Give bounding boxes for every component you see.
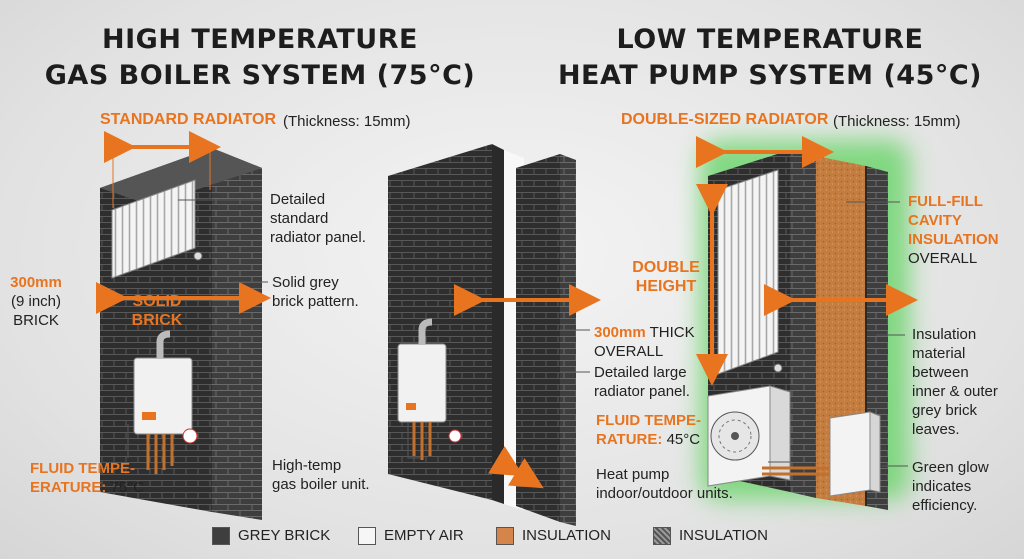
legend-swatch-empty-air <box>358 527 376 545</box>
insulation-note-line: material <box>912 345 966 362</box>
middle-arrows <box>454 284 601 489</box>
double-height-label: DOUBLE HEIGHT <box>632 259 700 295</box>
legend-swatch-insulation <box>496 527 514 545</box>
middle-boiler <box>397 318 462 460</box>
middle-thickness: 300mm THICK OVERALL <box>594 324 695 360</box>
right-thickness: (Thickness: 15mm) <box>833 113 961 130</box>
title-left-line1: HIGH TEMPERATURE <box>102 24 418 55</box>
legend-label-insulation: INSULATION <box>522 527 611 544</box>
title-gas-boiler: HIGH TEMPERATURE GAS BOILER SYSTEM (75°C… <box>30 22 490 94</box>
heat-pump-note: Heat pump indoor/outdoor units. <box>596 466 733 502</box>
left-radiator-heading: STANDARD RADIATOR <box>100 111 276 128</box>
legend-label-insulation-hatched: INSULATION <box>679 527 768 544</box>
green-glow-note: Green glow indicates efficiency. <box>912 459 989 514</box>
title-heat-pump: LOW TEMPERATURE HEAT PUMP SYSTEM (45°C) <box>540 22 1000 94</box>
right-fluid-temp: FLUID TEMPE- RATURE: 45°C <box>596 412 701 448</box>
middle-leader-lines <box>407 329 590 459</box>
title-right-line2: HEAT PUMP SYSTEM (45°C) <box>557 60 983 91</box>
middle-boiler-note: High-temp gas boiler unit. <box>272 457 370 493</box>
title-right-line1: LOW TEMPERATURE <box>616 24 924 55</box>
heat-pump-outdoor-unit <box>707 385 840 487</box>
left-brick-note: Solid grey brick pattern. <box>272 274 359 310</box>
left-boiler <box>133 330 198 474</box>
insulation-note: Insulation material between inner & outer gr… <box>912 325 998 439</box>
heat-pump-indoor-unit <box>829 411 881 497</box>
legend-swatch-grey-brick <box>212 527 230 545</box>
insulation-note-line: Insulation <box>912 326 977 343</box>
solid-brick-label: SOLID BRICK <box>131 293 183 329</box>
left-thickness: (Thickness: 15mm) <box>283 113 411 130</box>
right-arrows <box>696 136 918 386</box>
left-radiator-note: Detailed standard radiator panel. <box>270 191 366 246</box>
middle-cavity-wall <box>388 144 576 526</box>
insulation-note-line: leaves. <box>912 421 960 438</box>
right-leader-lines <box>768 201 908 467</box>
full-fill-cavity-label: FULL-FILL CAVITY INSULATION OVERALL <box>908 193 999 267</box>
insulation-note-line: inner & outer <box>912 383 998 400</box>
insulation-note-line: between <box>912 364 969 381</box>
insulation-note-line: grey brick <box>912 402 978 419</box>
right-radiator-heading: DOUBLE-SIZED RADIATOR <box>621 111 829 128</box>
left-arrows <box>96 131 271 314</box>
left-fluid-temp: FLUID TEMPE- ERATURE: 75°C <box>30 460 145 496</box>
legend-swatch-insulation-hatched <box>653 527 671 545</box>
left-wall-size: 300mm (9 inch) BRICK <box>10 274 62 329</box>
left-leader-lines <box>127 199 268 458</box>
left-radiator <box>111 179 203 279</box>
title-left-line2: GAS BOILER SYSTEM (75°C) <box>44 60 476 91</box>
right-radiator <box>717 169 783 375</box>
legend-label-empty-air: EMPTY AIR <box>384 527 464 544</box>
middle-radiator-note: Detailed large radiator panel. <box>594 364 690 400</box>
legend-label-grey-brick: GREY BRICK <box>238 527 331 544</box>
